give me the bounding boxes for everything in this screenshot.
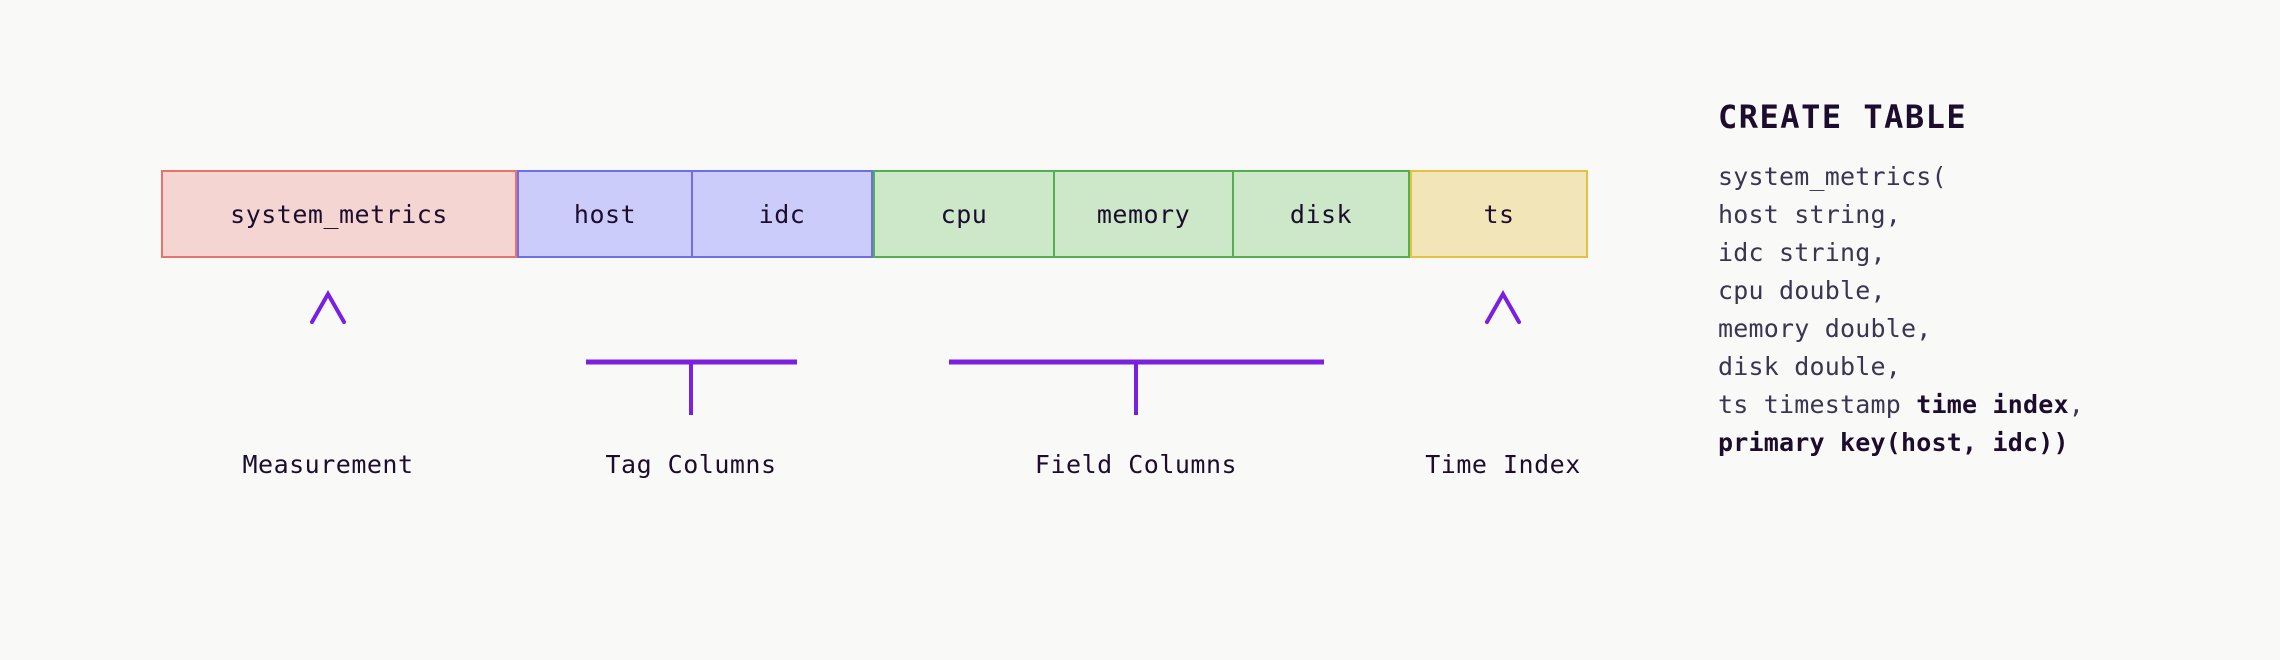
column-box-ts[interactable]: ts bbox=[1410, 170, 1588, 258]
sql-text: cpu double, bbox=[1718, 276, 1886, 305]
annotation-label-field-columns: Field Columns bbox=[1034, 450, 1238, 479]
arrow-head-icon bbox=[1485, 289, 1521, 324]
sql-keyword: time index bbox=[1916, 390, 2069, 419]
sql-text: , bbox=[2068, 390, 2085, 419]
sql-line: memory double, bbox=[1718, 310, 2238, 348]
sql-text: idc string, bbox=[1718, 238, 1886, 267]
create-table-heading: CREATE TABLE bbox=[1718, 98, 1968, 136]
column-label: cpu bbox=[940, 199, 988, 229]
annotation-label-time-index: Time Index bbox=[1425, 450, 1581, 479]
sql-text: system_metrics( bbox=[1718, 162, 1947, 191]
sql-text: disk double, bbox=[1718, 352, 1902, 381]
sql-line: cpu double, bbox=[1718, 272, 2238, 310]
column-label: disk bbox=[1289, 199, 1353, 229]
column-box-host[interactable]: host bbox=[517, 170, 692, 258]
schema-columns-row: system_metrics host idc cpu memory disk ts bbox=[161, 170, 1588, 258]
sql-text: memory double, bbox=[1718, 314, 1932, 343]
create-table-sql: system_metrics(host string, idc string, cp… bbox=[1718, 158, 2238, 462]
column-box-memory[interactable]: memory bbox=[1054, 170, 1233, 258]
sql-line: primary key(host, idc)) bbox=[1718, 424, 2238, 462]
sql-line: ts timestamp time index, bbox=[1718, 386, 2238, 424]
column-label: system_metrics bbox=[230, 199, 448, 229]
annotation-label-measurement: Measurement bbox=[242, 450, 414, 479]
column-box-idc[interactable]: idc bbox=[692, 170, 873, 258]
sql-text: host string, bbox=[1718, 200, 1902, 229]
arrow-head-icon bbox=[310, 289, 346, 324]
annotation-label-tag-columns: Tag Columns bbox=[605, 450, 777, 479]
column-box-disk[interactable]: disk bbox=[1233, 170, 1410, 258]
sql-line: idc string, bbox=[1718, 234, 2238, 272]
sql-text: ts timestamp bbox=[1718, 390, 1917, 419]
column-label: ts bbox=[1483, 199, 1515, 229]
column-box-cpu[interactable]: cpu bbox=[873, 170, 1054, 258]
create-table-panel: CREATE TABLE system_metrics(host string,… bbox=[1718, 98, 2238, 462]
sql-line: disk double, bbox=[1718, 348, 2238, 386]
column-label: memory bbox=[1096, 199, 1191, 229]
sql-line: host string, bbox=[1718, 196, 2238, 234]
column-label: idc bbox=[758, 199, 806, 229]
sql-keyword: primary key(host, idc)) bbox=[1718, 428, 2069, 457]
column-box-system-metrics[interactable]: system_metrics bbox=[161, 170, 517, 258]
column-label: host bbox=[573, 199, 637, 229]
sql-line: system_metrics( bbox=[1718, 158, 2238, 196]
